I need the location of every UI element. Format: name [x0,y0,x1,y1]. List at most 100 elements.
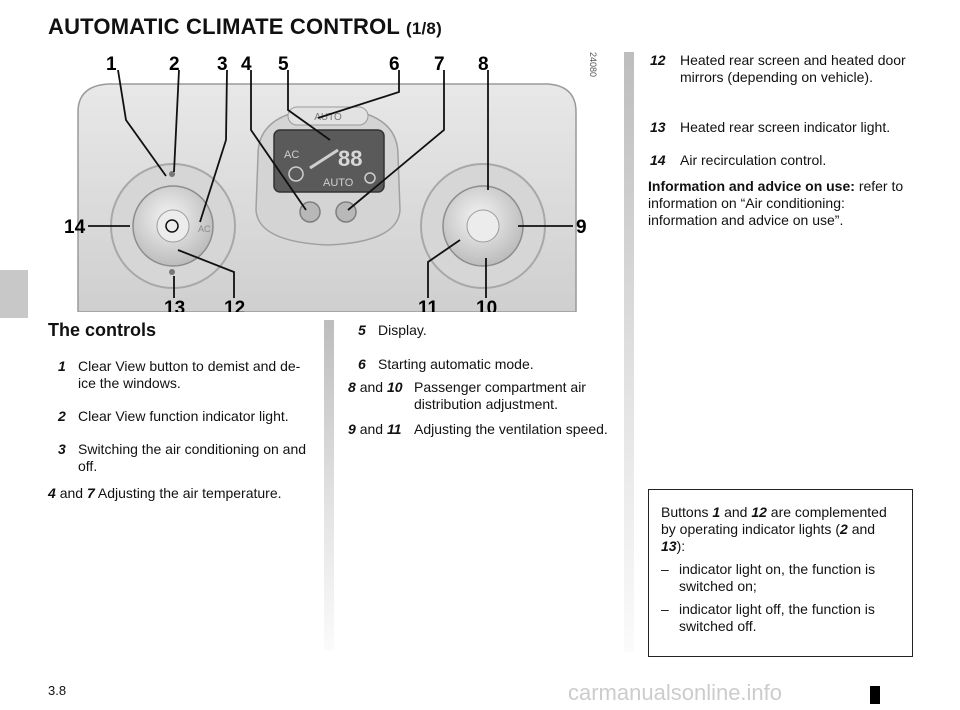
info-advice-text: refer to information on “Air conditionin… [648,178,904,228]
bullet-dash: – [661,561,669,577]
control-item-num: 11 [386,421,402,437]
section-tab [0,270,28,318]
control-item-num: 2 [58,408,66,424]
airflow-icon [309,148,339,170]
callout-3: 3 [217,54,228,75]
note-text: are complemented by operating indicator … [661,504,887,537]
control-item-text: Clear View button to demist and de-ice t… [78,358,301,391]
control-item-num: 13 [650,119,666,135]
callout-1: 1 [106,54,117,75]
control-item-num: 6 [358,356,366,372]
control-item-and: and [359,379,384,395]
control-item-num: 12 [650,52,666,68]
note-box: Buttons 1 and 12 are complemented by ope… [648,489,913,657]
note-num: 12 [751,504,767,520]
column-divider-1 [324,320,334,650]
control-item-14: 14 Air recirculation control. [650,152,914,169]
control-item-num: 1 [58,358,66,374]
control-item-num: 9 [348,421,356,437]
auto-button[interactable] [287,106,369,126]
callout-13: 13 [164,298,185,312]
note-bullet-text: indicator light off, the function is swi… [679,601,875,634]
callout-lines [88,69,573,298]
note-box-intro: Buttons 1 and 12 are complemented by ope… [661,504,900,555]
indicator-light-2 [169,171,175,177]
callout-4: 4 [241,54,252,75]
callout-11: 11 [418,298,439,312]
note-text: and [851,521,876,537]
note-num: 2 [840,521,848,537]
callout-8: 8 [478,54,489,75]
control-item-and: and [59,485,84,501]
control-item-1: 1 Clear View button to demist and de-ice … [58,358,312,392]
control-item-8-10: 8 and 10 Passenger compartment air distr… [348,379,614,413]
info-advice: Information and advice on use: refer to … [648,178,916,229]
callout-5: 5 [278,54,289,75]
auto-button-label: AUTO [314,112,342,123]
control-item-text: Heated rear screen and heated door mirro… [680,52,906,85]
recirc-icon [364,172,376,184]
corner-mark [870,686,880,704]
control-item-num: 4 [48,485,56,501]
note-bullet-text: indicator light on, the function is swit… [679,561,876,594]
control-item-9-11: 9 and 11 Adjusting the ventilation speed… [348,421,614,438]
callout-12: 12 [224,298,245,312]
control-item-and: and [359,421,384,437]
control-item-text: Switching the air conditioning on and of… [78,441,307,474]
callout-2: 2 [169,54,180,75]
page-number: 3.8 [48,683,67,698]
callout-9: 9 [576,217,587,238]
control-item-text: Adjusting the ventilation speed. [414,421,608,437]
control-item-num: 5 [358,322,366,338]
footer-watermark: carmanualsonline.info [568,680,783,705]
callout-numbers: 1 2 3 4 5 6 7 8 9 10 11 12 13 14 [64,54,587,312]
page-title: AUTOMATIC CLIMATE CONTROL (1/8) [48,14,442,40]
controls-heading: The controls [48,320,157,340]
callout-7: 7 [434,54,445,75]
display-auto-label: AUTO [323,177,354,189]
note-text: Buttons [661,504,709,520]
climate-control-figure: AUTO AC 88 AUTO AC 1 2 3 4 5 6 7 8 9 10 … [48,50,626,312]
display-screen [273,129,385,193]
page-title-text: AUTOMATIC CLIMATE CONTROL [48,14,400,39]
info-advice-label: Information and advice on use: [648,178,855,194]
control-item-4-7: 4 and 7 Adjusting the air temperature. [48,485,318,502]
ac-button-label: AC [198,224,211,234]
control-item-12: 12 Heated rear screen and heated door mir… [650,52,914,86]
control-item-text: Air recirculation control. [680,152,827,168]
control-item-text: Passenger compartment air distribution a… [414,379,586,412]
callout-6: 6 [389,54,400,75]
display-digits: 88 [338,146,362,171]
control-item-text: Adjusting the air temperature. [97,485,282,501]
callout-10: 10 [476,298,497,312]
note-text: and [724,504,748,520]
fan-icon [288,166,304,182]
control-item-num: 7 [86,485,95,501]
note-num: 1 [712,504,721,520]
control-item-num: 3 [58,441,66,457]
note-text: ): [676,538,686,554]
display-ac-label: AC [284,149,299,161]
control-item-3: 3 Switching the air conditioning on and o… [58,441,312,475]
indicator-light-13 [169,269,175,275]
column-divider-2 [624,52,634,652]
control-item-6: 6 Starting automatic mode. [358,356,618,373]
control-item-2: 2 Clear View function indicator light. [58,408,312,425]
control-item-text: Clear View function indicator light. [78,408,289,424]
control-item-num: 10 [386,379,403,395]
figure-ref-code: 24080 [588,52,598,78]
control-item-num: 14 [650,152,666,168]
note-num: 13 [661,538,677,554]
control-item-num: 8 [348,379,356,395]
control-item-5: 5 Display. [358,322,618,339]
control-item-13: 13 Heated rear screen indicator light. [650,119,914,136]
page-title-part: (1/8) [405,19,442,38]
control-item-text: Heated rear screen indicator light. [680,119,891,135]
note-bullet: – indicator light off, the function is s… [661,601,900,635]
note-bullet: – indicator light on, the function is sw… [661,561,900,595]
callout-14: 14 [64,217,86,238]
control-item-text: Starting automatic mode. [378,356,534,372]
control-item-text: Display. [378,322,427,338]
recirculation-icon [165,219,179,233]
bullet-dash: – [661,601,669,617]
